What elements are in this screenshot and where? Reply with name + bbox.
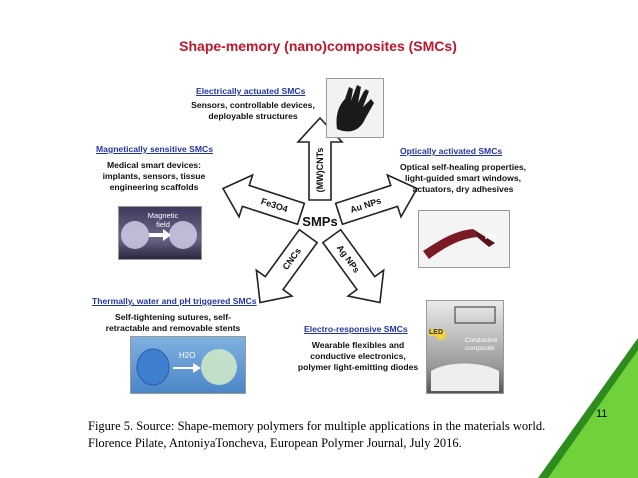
optical-line-2: light-guided smart windows, bbox=[404, 173, 521, 183]
arrow-label-cnts: (MW)CNTs bbox=[315, 148, 325, 193]
magnetic-line-2: implants, sensors, tissue bbox=[102, 171, 206, 181]
caption-line-1: Figure 5. Source: Shape-memory polymers … bbox=[88, 419, 546, 433]
electrical-header: Electrically actuated SMCs bbox=[196, 86, 306, 96]
optical-photo-label: hv bbox=[485, 231, 497, 242]
electrical-photo: e bbox=[326, 78, 384, 138]
electro-line-3: polymer light-emitting diodes bbox=[297, 362, 419, 372]
magnetic-photo-label: Magnetic field bbox=[147, 211, 179, 229]
magnetic-line-1: Medical smart devices: bbox=[106, 160, 202, 170]
figure-caption: Figure 5. Source: Shape-memory polymers … bbox=[88, 418, 545, 452]
corner-triangle-decoration bbox=[538, 338, 638, 478]
electrical-line-2: deployable structures bbox=[208, 111, 298, 121]
electro-photo: LED Conductive composite bbox=[426, 300, 504, 394]
electro-header: Electro-responsive SMCs bbox=[304, 324, 408, 334]
caption-line-2: Florence Pilate, AntoniyaToncheva, Europ… bbox=[88, 436, 462, 450]
magnetic-photo: Magnetic field bbox=[118, 206, 202, 260]
optical-description: Optical self-healing properties, light-g… bbox=[388, 162, 538, 195]
magnetic-description: Medical smart devices: implants, sensors… bbox=[98, 160, 210, 193]
thermal-photo-label: H2O bbox=[179, 351, 196, 360]
magnetic-header: Magnetically sensitive SMCs bbox=[96, 144, 214, 154]
smp-arrow-star: SMPs (MW)CNTs Au NPs Ag NPs CNCs Fe3O4 bbox=[215, 117, 425, 317]
electrical-line-1: Sensors, controllable devices, bbox=[191, 100, 315, 110]
thermal-line-1: Self-tightening sutures, self- bbox=[114, 312, 232, 322]
center-label: SMPs bbox=[302, 214, 337, 229]
magnetic-line-3: engineering scaffolds bbox=[109, 182, 199, 192]
optical-line-3: actuators, dry adhesives bbox=[412, 184, 514, 194]
thermal-photo: H2O bbox=[130, 336, 246, 394]
optical-line-1: Optical self-healing properties, bbox=[399, 162, 527, 172]
electro-photo-label-composite: Conductive composite bbox=[465, 337, 498, 352]
page-number: 11 bbox=[596, 408, 608, 420]
electrical-photo-label: e bbox=[361, 83, 367, 93]
shape-memory-figure: Shape-memory (nano)composites (SMCs) SMP… bbox=[88, 34, 548, 402]
electro-description: Wearable flexibles and conductive electr… bbox=[288, 340, 428, 373]
optical-header: Optically activated SMCs bbox=[400, 146, 503, 156]
electro-line-2: conductive electronics, bbox=[310, 351, 406, 361]
electro-line-1: Wearable flexibles and bbox=[311, 340, 405, 350]
thermal-header: Thermally, water and pH triggered SMCs bbox=[92, 296, 257, 306]
thermal-description: Self-tightening sutures, self- retractab… bbox=[98, 312, 248, 334]
optical-photo: hv bbox=[418, 210, 510, 268]
thermal-line-2: retractable and removable stents bbox=[105, 323, 241, 333]
electrical-description: Sensors, controllable devices, deployabl… bbox=[188, 100, 318, 122]
electro-photo-label-led: LED bbox=[429, 329, 443, 336]
figure-title: Shape-memory (nano)composites (SMCs) bbox=[179, 38, 457, 54]
